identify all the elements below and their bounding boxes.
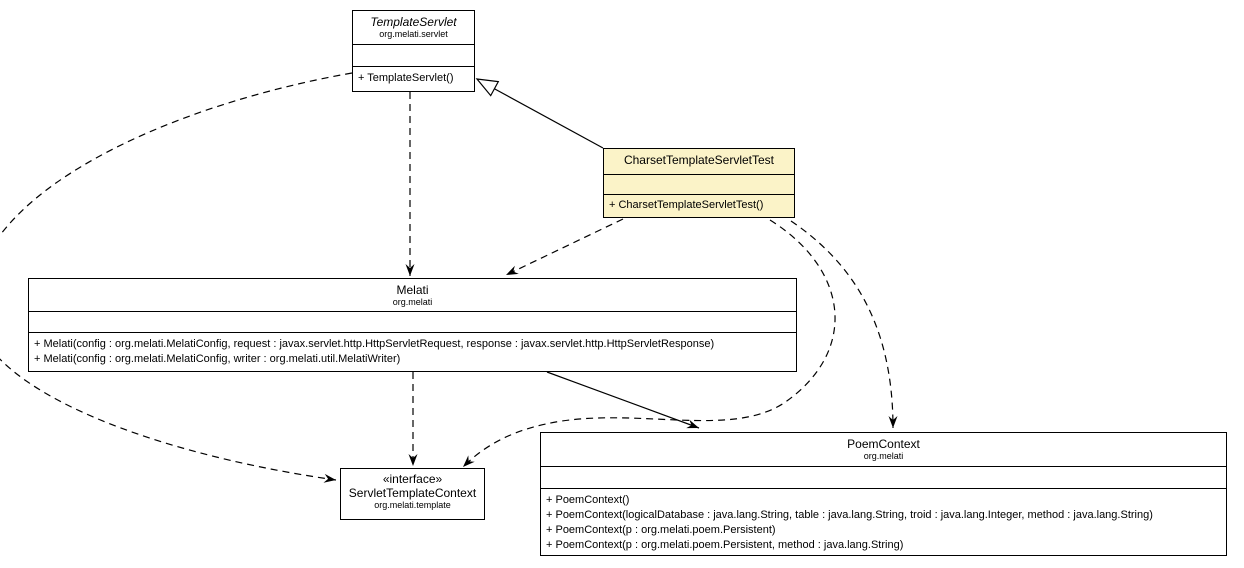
class-title-compartment: PoemContext org.melati xyxy=(541,433,1226,466)
operation: + PoemContext(logicalDatabase : java.lan… xyxy=(546,509,1153,521)
class-box-servlettemplatecontext[interactable]: «interface» ServletTemplateContext org.m… xyxy=(340,468,485,520)
class-box-poemcontext[interactable]: PoemContext org.melati + PoemContext() +… xyxy=(540,432,1227,556)
class-box-charsettemplateservlettest[interactable]: CharsetTemplateServletTest + CharsetTemp… xyxy=(603,148,795,218)
attributes-compartment xyxy=(541,466,1226,488)
class-box-melati[interactable]: Melati org.melati + Melati(config : org.… xyxy=(28,278,797,372)
operation: + Melati(config : org.melati.MelatiConfi… xyxy=(34,338,715,350)
attributes-compartment xyxy=(604,174,794,194)
class-name: ServletTemplateContext xyxy=(348,486,477,500)
class-title-compartment: TemplateServlet org.melati.servlet xyxy=(353,11,474,44)
operation: + PoemContext(p : org.melati.poem.Persis… xyxy=(546,524,776,536)
attributes-compartment xyxy=(353,44,474,66)
class-name: PoemContext xyxy=(847,437,920,451)
operations-compartment: + Melati(config : org.melati.MelatiConfi… xyxy=(29,332,796,373)
class-title-compartment: Melati org.melati xyxy=(29,279,796,311)
operation: + Melati(config : org.melati.MelatiConfi… xyxy=(34,353,401,365)
class-box-templateservlet[interactable]: TemplateServlet org.melati.servlet + Tem… xyxy=(352,10,475,92)
edge-charsettest-templateservlet-generalization xyxy=(492,87,604,149)
class-title-compartment: CharsetTemplateServletTest xyxy=(604,149,794,174)
edge-charsettest-servlettemplatecontext-dependency xyxy=(462,219,836,468)
generalization-triangle-icon xyxy=(475,78,500,97)
interface-stereotype: «interface» xyxy=(382,472,443,486)
edge-charsettest-melati-dependency xyxy=(505,218,624,276)
operation: + PoemContext() xyxy=(546,494,630,506)
operations-compartment: + TemplateServlet() xyxy=(353,66,474,93)
class-title-compartment: «interface» ServletTemplateContext org.m… xyxy=(341,469,484,521)
class-package: org.melati.servlet xyxy=(379,29,448,39)
class-name: Melati xyxy=(396,283,429,297)
class-package: org.melati xyxy=(392,297,433,307)
class-package: org.melati xyxy=(863,451,904,461)
operations-compartment: + CharsetTemplateServletTest() xyxy=(604,194,794,219)
edge-charsettest-poemcontext-dependency xyxy=(790,220,898,429)
operation: + PoemContext(p : org.melati.poem.Persis… xyxy=(546,539,904,551)
class-package: org.melati.template xyxy=(374,500,451,510)
operation: + CharsetTemplateServletTest() xyxy=(609,199,764,211)
edge-melati-poemcontext-association xyxy=(546,371,700,429)
class-name: TemplateServlet xyxy=(370,15,457,29)
edge-templateservlet-servlettemplatecontext-dependency xyxy=(0,72,353,483)
class-name: CharsetTemplateServletTest xyxy=(623,153,775,167)
attributes-compartment xyxy=(29,311,796,332)
operations-compartment: + PoemContext() + PoemContext(logicalDat… xyxy=(541,488,1226,557)
operation: + TemplateServlet() xyxy=(358,72,454,84)
